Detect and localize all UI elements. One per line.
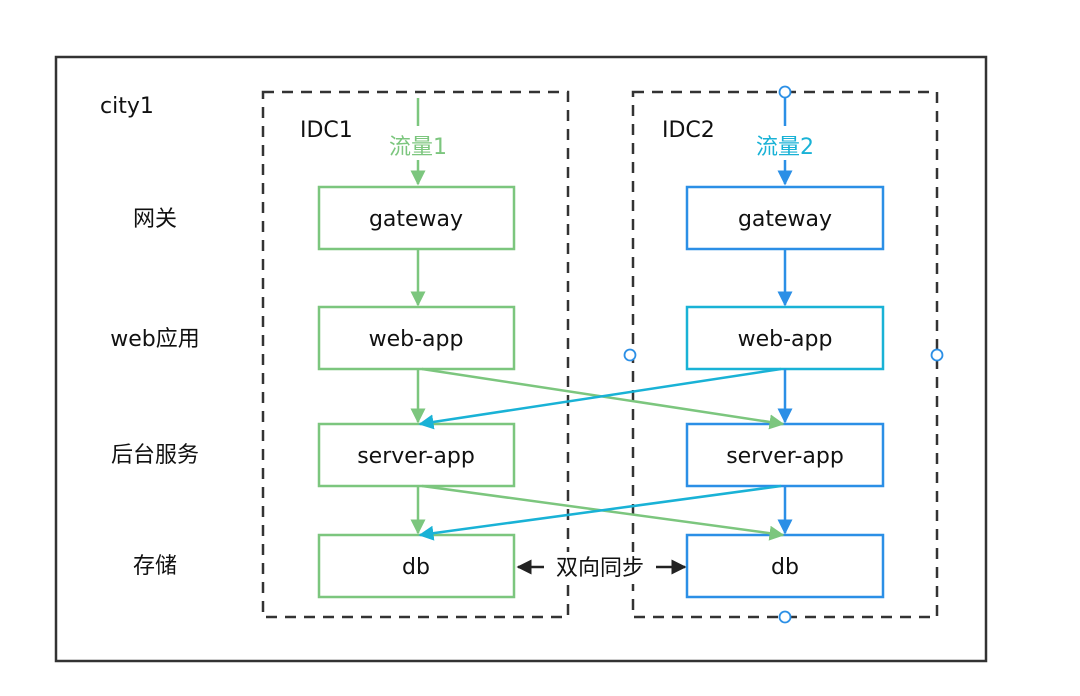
idc2-db-node[interactable] <box>685 533 885 599</box>
sync-label-background <box>544 552 654 584</box>
idc2-traffic-label: 流量2 <box>756 135 814 160</box>
idc1-container <box>261 90 570 619</box>
idc2-label: IDC2 <box>662 118 715 143</box>
cross-idc2-server-to-idc1-db-arrow <box>418 484 782 541</box>
idc2-gateway-label: gateway <box>738 207 832 232</box>
region-frame <box>54 55 988 663</box>
idc2-server-node[interactable] <box>685 422 885 488</box>
idc2-db-label: db <box>771 555 799 580</box>
row-label-server: 后台服务 <box>111 443 199 468</box>
idc1-web-label: web-app <box>369 327 464 352</box>
idc1-gateway-node[interactable] <box>317 185 516 251</box>
idc2-web-node[interactable] <box>685 305 885 371</box>
sync-label: 双向同步 <box>556 556 644 581</box>
resize-handle-top[interactable] <box>778 85 792 99</box>
row-label-web: web应用 <box>110 327 200 352</box>
region-label: city1 <box>100 94 154 119</box>
idc1-server-node[interactable] <box>317 422 516 488</box>
resize-handle-right[interactable] <box>930 348 944 362</box>
idc1-web-node[interactable] <box>317 305 516 371</box>
idc2-web-label: web-app <box>738 327 833 352</box>
idc1-server-label: server-app <box>357 444 475 469</box>
idc1-db-node[interactable] <box>317 533 516 599</box>
idc1-label: IDC1 <box>300 118 353 143</box>
idc1-db-label: db <box>402 555 430 580</box>
idc1-gateway-label: gateway <box>369 207 463 232</box>
idc2-gateway-node[interactable] <box>685 185 885 251</box>
idc2-server-label: server-app <box>726 444 844 469</box>
cross-idc2-web-to-idc1-server-arrow <box>418 367 782 430</box>
row-label-gateway: 网关 <box>133 207 177 232</box>
resize-handle-bottom[interactable] <box>778 610 792 624</box>
row-label-storage: 存储 <box>133 554 177 579</box>
idc1-traffic-label: 流量1 <box>389 135 447 160</box>
resize-handle-left[interactable] <box>623 348 637 362</box>
